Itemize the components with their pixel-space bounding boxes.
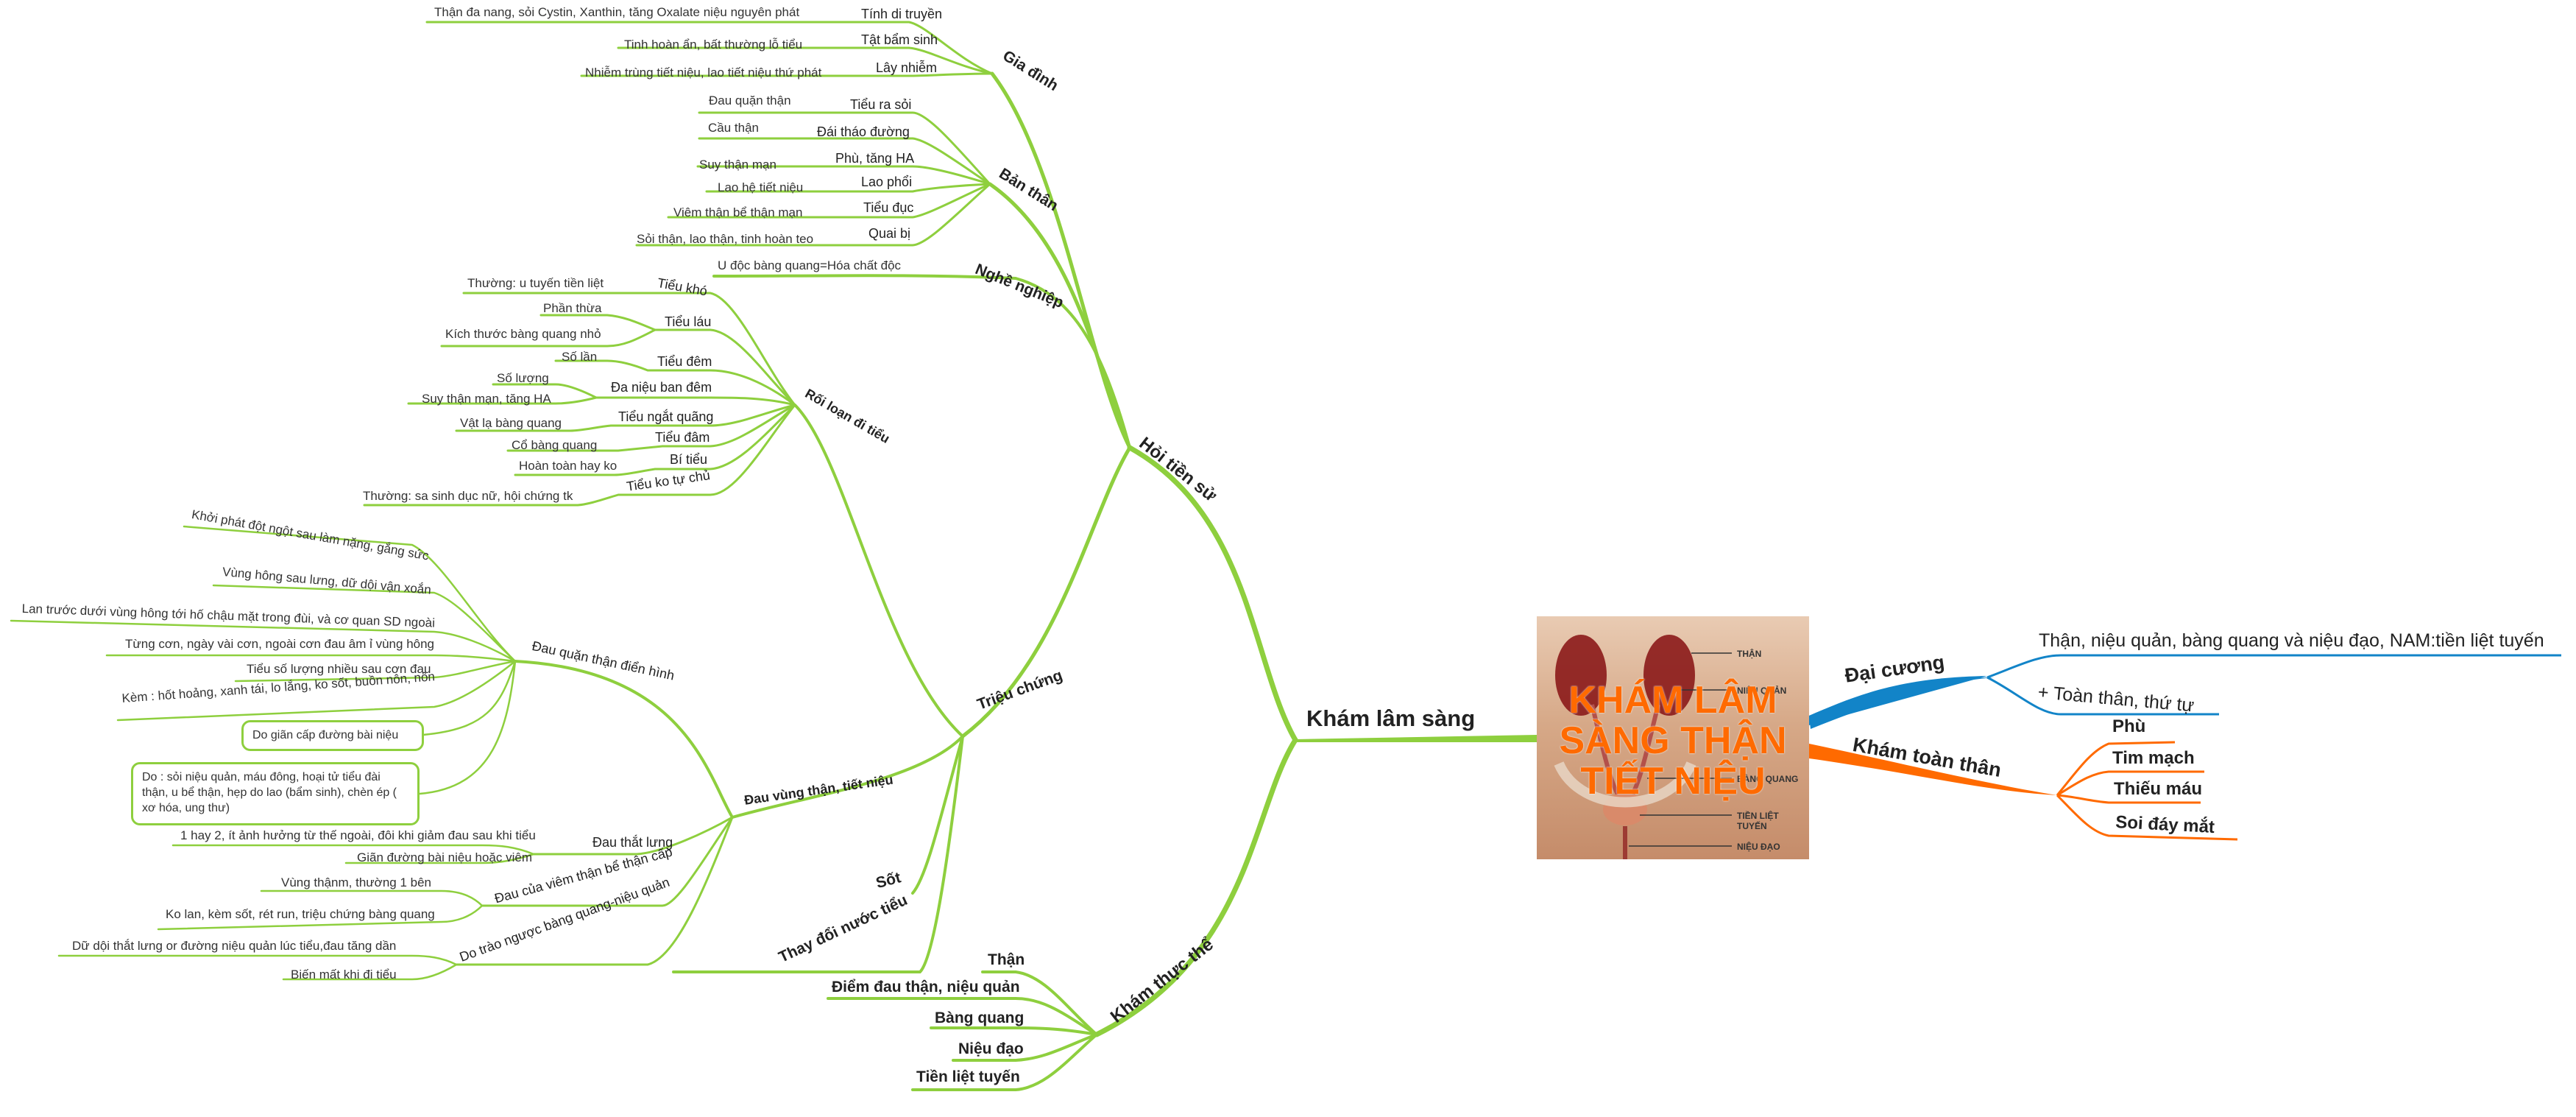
center-title-line-3: TIẾT NIỆU <box>1580 760 1766 803</box>
anatomy-label-than: THẬN <box>1737 649 1762 659</box>
anatomy-label-nieu-dao: NIỆU ĐẠO <box>1737 842 1780 852</box>
anatomy-label-tien-liet-tuyen: TIỀN LIỆT TUYẾN <box>1737 811 1779 831</box>
anatomy-label-bang-quang: BÀNG QUANG <box>1737 774 1799 784</box>
center-topic-image[interactable]: THẬN NIỆU QUẢN BÀNG QUANG TIỀN LIỆT TUYẾ… <box>1537 616 1809 859</box>
anatomy-label-nieu-quan: NIỆU QUẢN <box>1737 686 1787 696</box>
urinary-anatomy-illustration <box>1554 635 1732 859</box>
center-title-line-2: SÀNG THẬN <box>1559 719 1787 762</box>
center-title-line-1: KHÁM LÂM <box>1568 679 1777 722</box>
